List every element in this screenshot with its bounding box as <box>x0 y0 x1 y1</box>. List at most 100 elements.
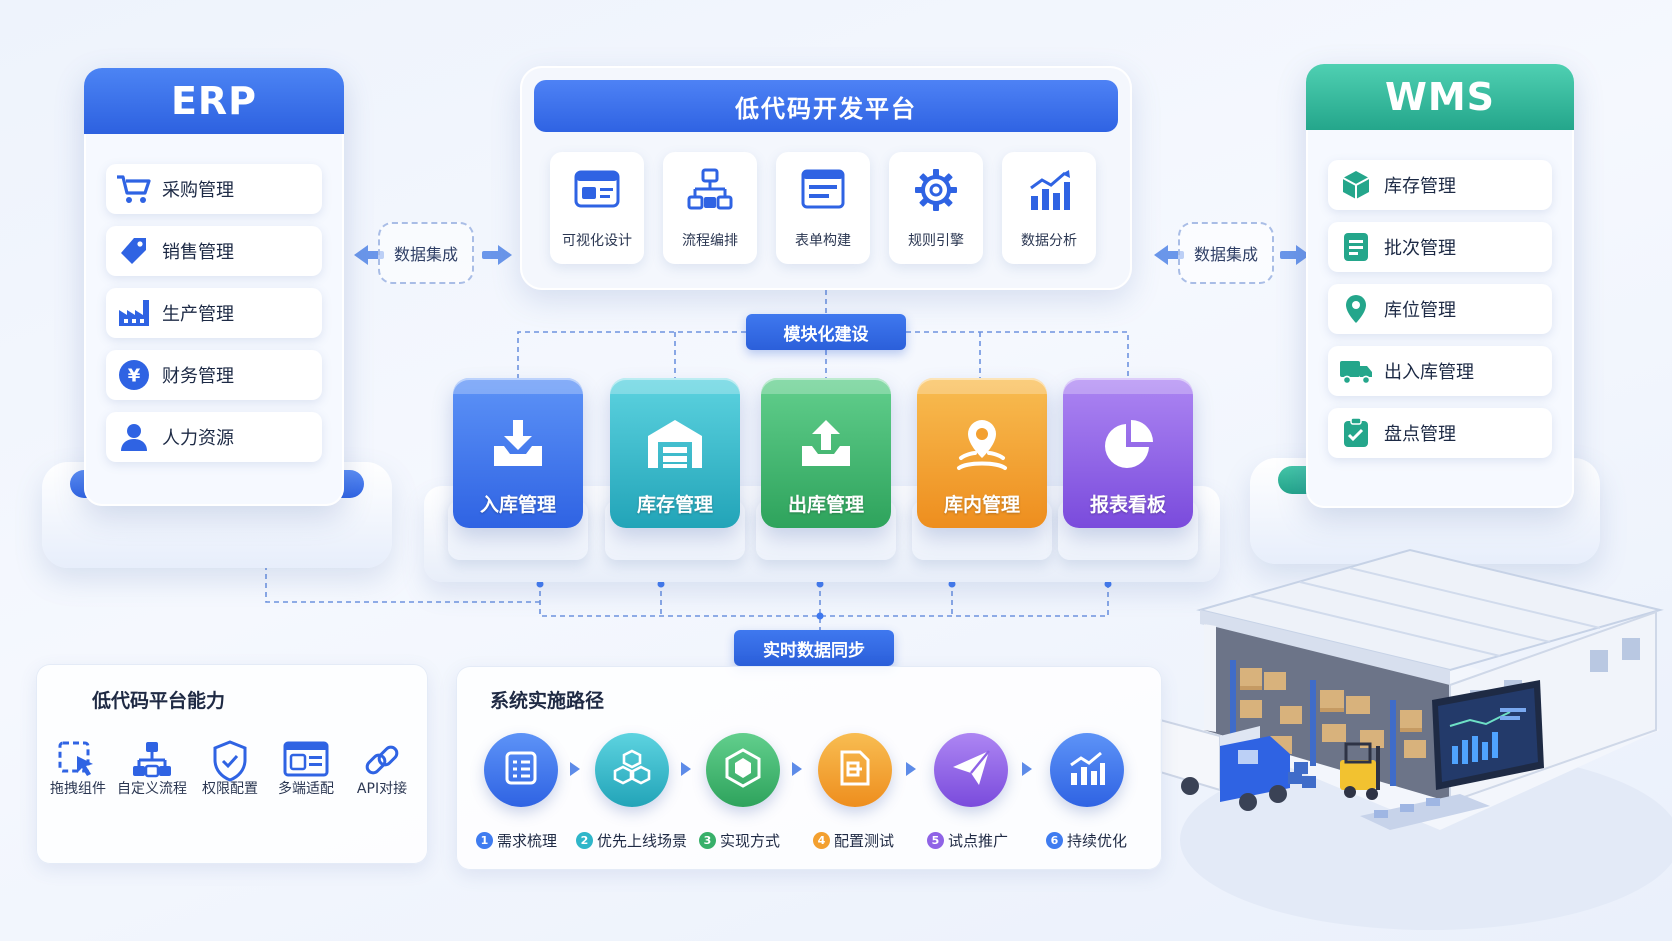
wms-item-batch[interactable]: 批次管理 <box>1328 222 1552 272</box>
tool-label: 表单构建 <box>795 233 851 249</box>
step-label: 实现方式 <box>720 832 781 850</box>
tool-form-builder[interactable]: 表单构建 <box>776 152 870 264</box>
erp-panel: ERP 采购管理 销售管理 生产管理 ¥ 财务管理 人力资源 <box>84 68 344 506</box>
capability-label: 权限配置 <box>202 781 258 797</box>
pie-icon <box>1063 418 1193 472</box>
erp-item-label: 人力资源 <box>162 428 234 449</box>
cubes-icon <box>612 749 652 791</box>
step-config-test[interactable] <box>818 733 892 807</box>
step-label: 持续优化 <box>1067 832 1128 850</box>
tool-data-analysis[interactable]: 数据分析 <box>1002 152 1096 264</box>
inbound-icon <box>453 418 583 470</box>
module-outbound[interactable]: 出库管理 <box>761 378 891 528</box>
user-icon <box>106 421 162 453</box>
drag-icon <box>38 740 118 780</box>
step-label: 需求梳理 <box>497 832 558 850</box>
step-number: 3 <box>699 832 716 849</box>
warehouse-icon <box>610 418 740 470</box>
factory-icon <box>106 298 162 328</box>
tool-visual-design[interactable]: 可视化设计 <box>550 152 644 264</box>
step-number: 5 <box>927 832 944 849</box>
module-label: 库内管理 <box>943 494 1020 516</box>
checklist-icon <box>1328 417 1384 449</box>
wms-item-location[interactable]: 库位管理 <box>1328 284 1552 334</box>
step-implementation[interactable] <box>706 733 780 807</box>
module-label: 库存管理 <box>636 494 713 516</box>
devices-icon <box>266 740 346 780</box>
data-integration-right: 数据集成 <box>1178 222 1274 284</box>
module-label: 出库管理 <box>787 494 864 516</box>
tool-label: 可视化设计 <box>562 233 632 249</box>
step-number: 1 <box>476 832 493 849</box>
step-arrow <box>906 762 916 776</box>
wms-title: WMS <box>1306 64 1574 130</box>
modular-construction-tag: 模块化建设 <box>746 314 906 350</box>
step-pilot-rollout[interactable] <box>934 733 1008 807</box>
erp-item-production[interactable]: 生产管理 <box>106 288 322 338</box>
wms-item-inventory[interactable]: 库存管理 <box>1328 160 1552 210</box>
erp-title: ERP <box>84 68 344 134</box>
wms-item-stocktake[interactable]: 盘点管理 <box>1328 408 1552 458</box>
step-label: 优先上线场景 <box>597 832 688 850</box>
bar-chart-icon <box>1002 168 1096 212</box>
pin-icon <box>917 418 1047 472</box>
browser-icon <box>550 168 644 210</box>
tool-rule-engine[interactable]: 规则引擎 <box>889 152 983 264</box>
wms-item-label: 出入库管理 <box>1384 362 1474 383</box>
svg-text:¥: ¥ <box>128 366 141 387</box>
form-icon <box>776 168 870 210</box>
module-inventory[interactable]: 库存管理 <box>610 378 740 528</box>
module-in-warehouse[interactable]: 库内管理 <box>917 378 1047 528</box>
step-arrow <box>1022 762 1032 776</box>
tool-process-orchestration[interactable]: 流程编排 <box>663 152 757 264</box>
step-arrow <box>792 762 802 776</box>
warehouse-illustration <box>1160 548 1672 930</box>
paper-plane-icon <box>951 749 991 791</box>
module-label: 报表看板 <box>1089 494 1166 516</box>
module-reports[interactable]: 报表看板 <box>1063 378 1193 528</box>
flowchart-icon <box>663 168 757 212</box>
erp-item-finance[interactable]: ¥ 财务管理 <box>106 350 322 400</box>
trend-icon <box>1067 749 1107 791</box>
platform-title: 低代码开发平台 <box>534 80 1118 132</box>
capabilities-card <box>36 664 428 864</box>
checklist-icon <box>503 750 539 790</box>
erp-item-label: 销售管理 <box>162 242 234 263</box>
location-icon <box>1328 293 1384 325</box>
wms-item-label: 批次管理 <box>1384 238 1456 259</box>
step-number: 4 <box>813 832 830 849</box>
gear-icon <box>889 168 983 212</box>
truck-icon <box>1328 356 1384 386</box>
step-continuous-optimization[interactable] <box>1050 733 1124 807</box>
wms-item-label: 库位管理 <box>1384 300 1456 321</box>
capability-label: 多端适配 <box>278 781 334 797</box>
realtime-sync-tag: 实时数据同步 <box>734 630 894 666</box>
flow-icon <box>112 740 192 780</box>
step-number: 2 <box>576 832 593 849</box>
wms-item-inout[interactable]: 出入库管理 <box>1328 346 1552 396</box>
roadmap-title: 系统实施路径 <box>490 690 605 712</box>
cart-icon <box>106 173 162 205</box>
yen-icon: ¥ <box>106 359 162 391</box>
outbound-icon <box>761 418 891 470</box>
step-priority-scenarios[interactable] <box>595 733 669 807</box>
erp-item-label: 采购管理 <box>162 180 234 201</box>
module-inbound[interactable]: 入库管理 <box>453 378 583 528</box>
erp-item-hr[interactable]: 人力资源 <box>106 412 322 462</box>
lowcode-platform-panel: 低代码开发平台 可视化设计 流程编排 表单构建 规则引擎 数据分析 <box>520 66 1132 290</box>
capabilities-title: 低代码平台能力 <box>92 690 226 712</box>
doc-icon <box>838 749 872 791</box>
erp-item-sales[interactable]: 销售管理 <box>106 226 322 276</box>
module-label: 入库管理 <box>479 494 556 516</box>
erp-item-purchase[interactable]: 采购管理 <box>106 164 322 214</box>
link-icon <box>342 740 422 780</box>
shield-icon <box>190 740 270 782</box>
step-requirements[interactable] <box>484 733 558 807</box>
step-label: 试点推广 <box>948 832 1009 850</box>
step-label: 配置测试 <box>834 832 895 850</box>
